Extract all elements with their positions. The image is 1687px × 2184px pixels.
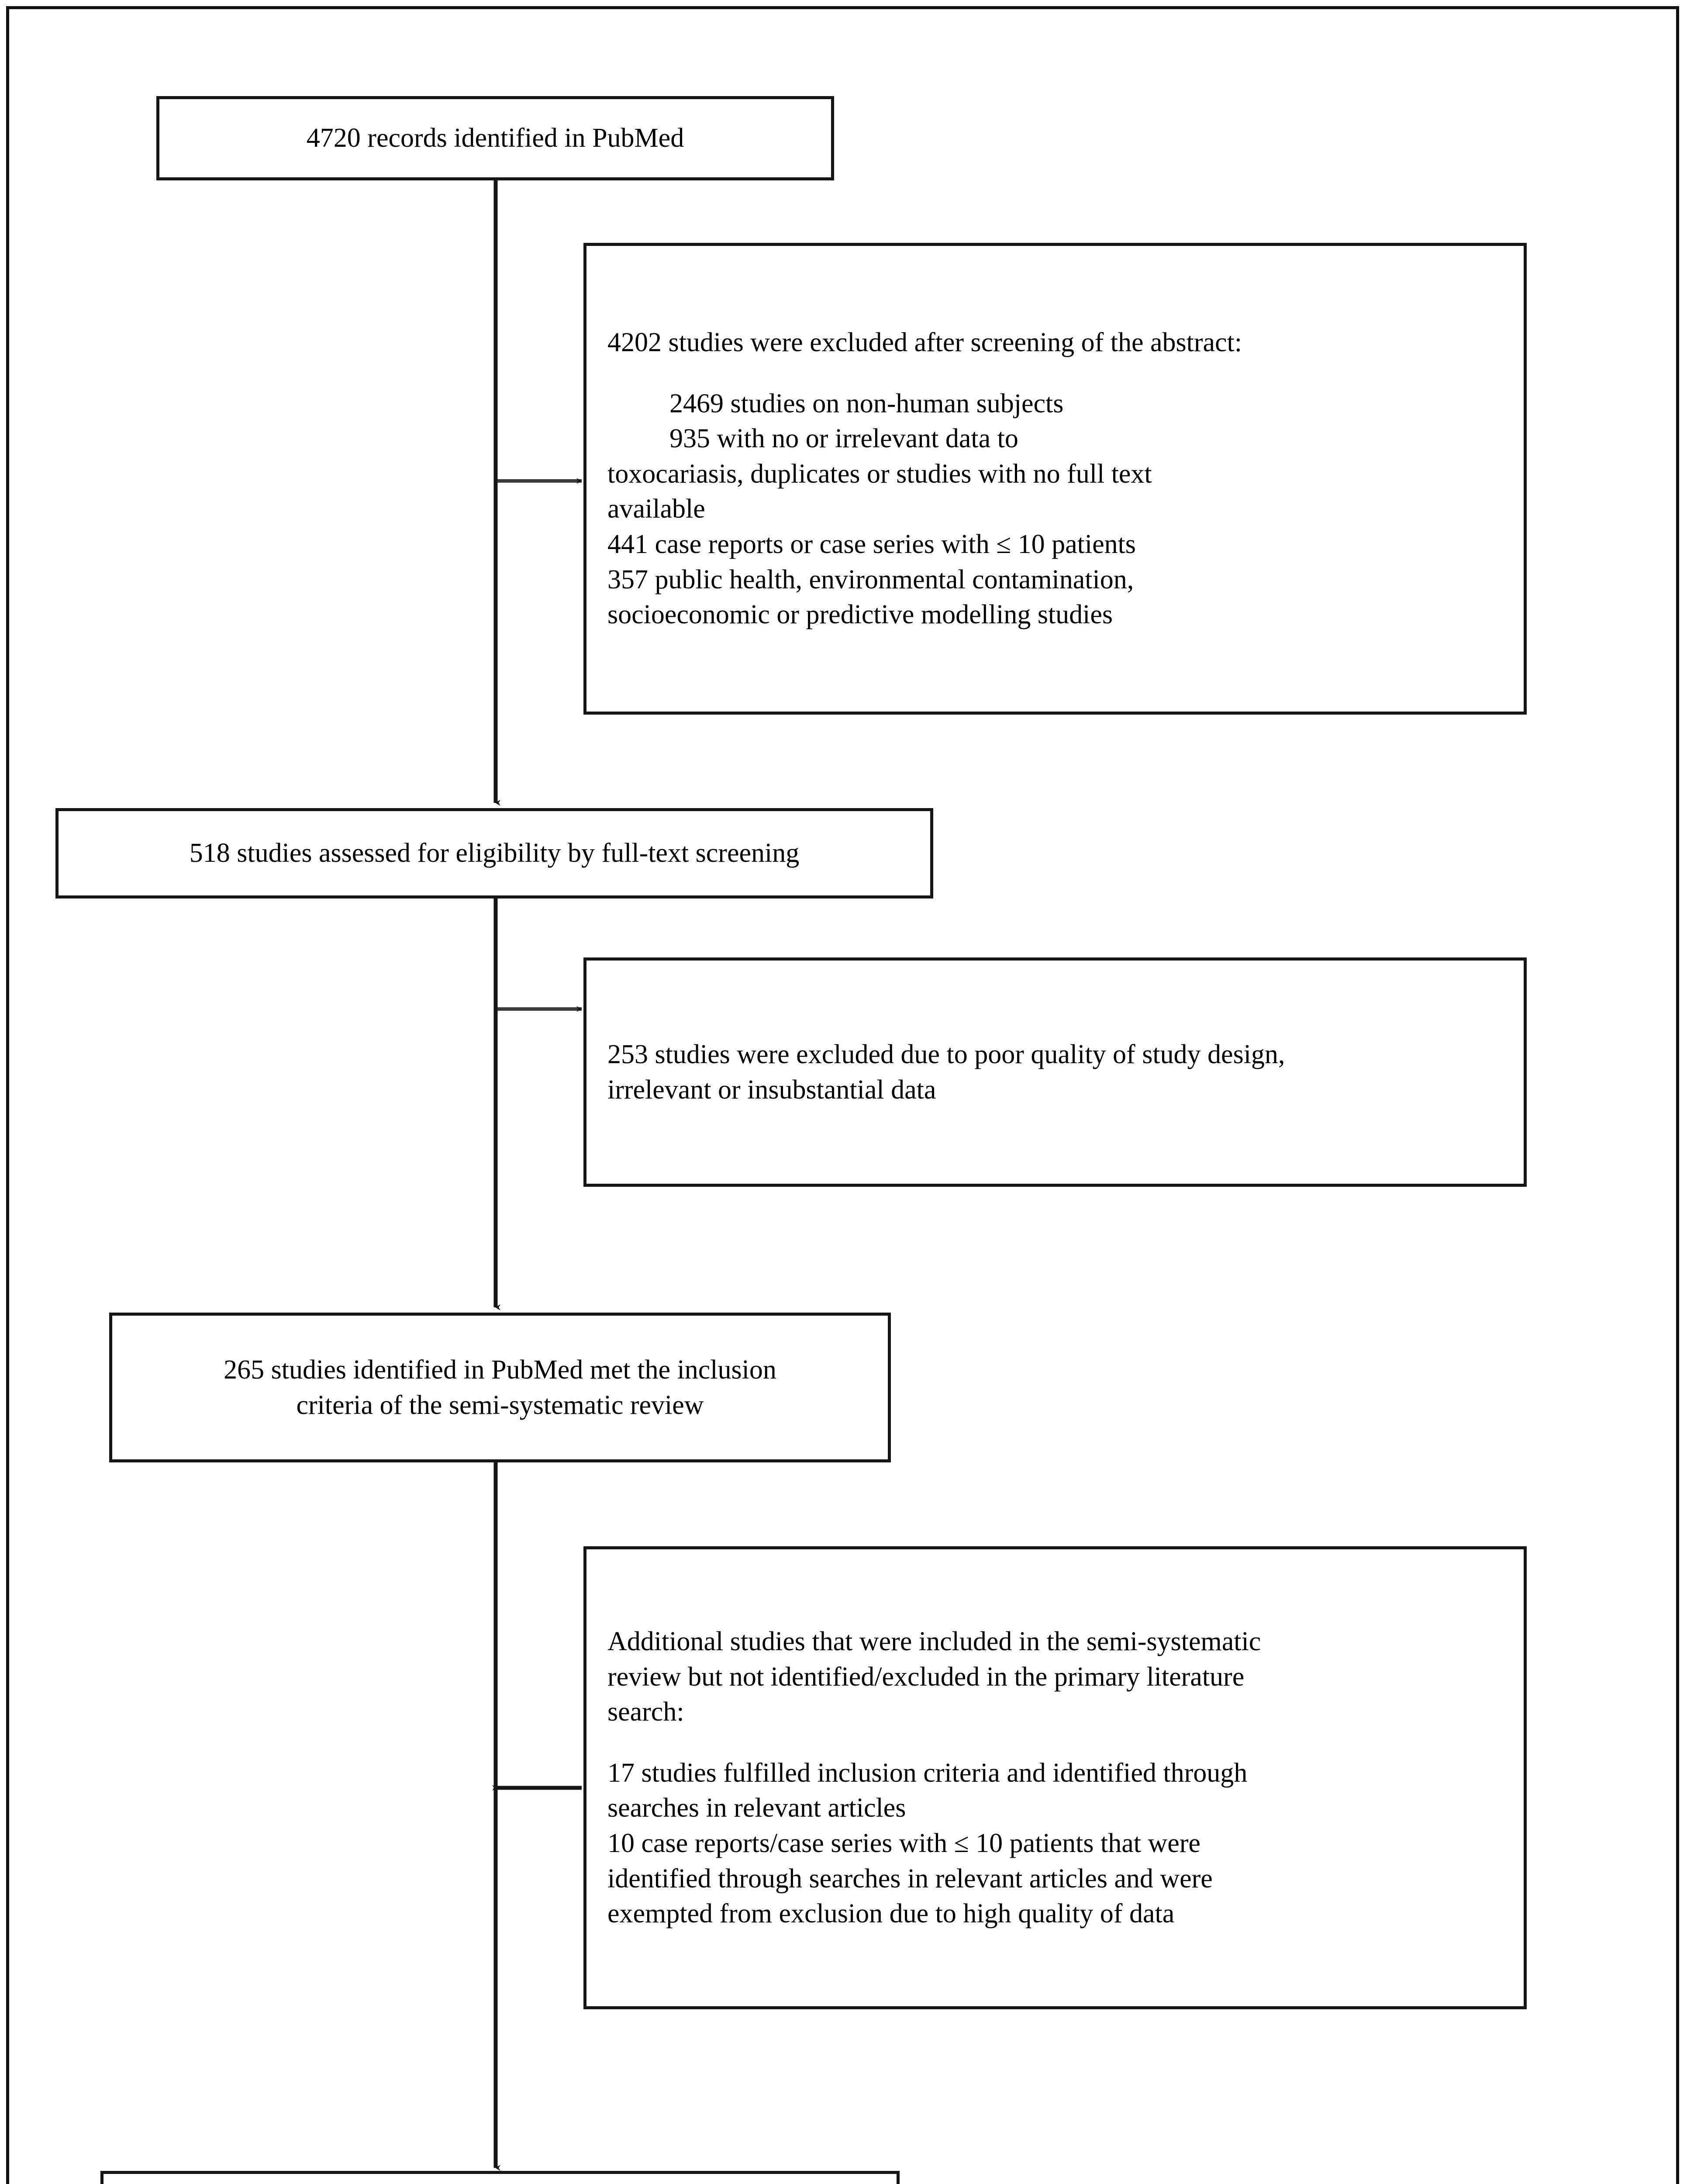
node-records-identified: 4720 records identified in PubMed (156, 96, 834, 180)
node-line-reason-2c: available (607, 494, 705, 524)
node-line-addition-1b: searches in relevant articles (607, 1793, 906, 1823)
node-line: 4720 records identified in PubMed (306, 123, 684, 153)
node-line-reason-4a: 357 public health, environmental contami… (607, 564, 1134, 594)
node-line: 518 studies assessed for eligibility by … (189, 838, 800, 868)
node-line-addition-2c: exempted from exclusion due to high qual… (607, 1899, 1175, 1929)
node-additional-studies: Additional studies that were included in… (583, 1546, 1527, 2009)
node-line-addition-1a: 17 studies fulfilled inclusion criteria … (607, 1758, 1248, 1788)
node-excluded-after-abstract: 4202 studies were excluded after screeni… (583, 243, 1527, 715)
node-line-reason-3: 441 case reports or case series with ≤ 1… (607, 529, 1136, 560)
node-assessed-eligibility: 518 studies assessed for eligibility by … (55, 808, 933, 898)
node-line-2: criteria of the semi-systematic review (296, 1390, 704, 1420)
node-line-2: irrelevant or insubstantial data (607, 1075, 936, 1105)
node-excluded-poor-quality: 253 studies were excluded due to poor qu… (583, 957, 1527, 1187)
node-line-addition-2b: identified through searches in relevant … (607, 1863, 1213, 1894)
node-line-1: 265 studies identified in PubMed met the… (224, 1355, 776, 1385)
node-line-reason-1: 2469 studies on non-human subjects (669, 388, 1064, 418)
node-line-spacer (607, 1730, 1503, 1755)
node-line-1: Additional studies that were included in… (607, 1627, 1261, 1657)
node-line-reason-2a: 935 with no or irrelevant data to (669, 424, 1018, 454)
node-line-3: search: (607, 1697, 684, 1727)
node-line-2: review but not identified/excluded in th… (607, 1662, 1245, 1692)
node-included-final: 292 studies included in the semi-systema… (100, 2171, 900, 2184)
node-line-heading: 4202 studies were excluded after screeni… (607, 328, 1242, 358)
node-line-spacer (607, 360, 1503, 386)
node-line-1: 253 studies were excluded due to poor qu… (607, 1039, 1285, 1069)
node-line-addition-2a: 10 case reports/case series with ≤ 10 pa… (607, 1828, 1201, 1859)
node-line-reason-2b: toxocariasis, duplicates or studies with… (607, 459, 1152, 489)
node-line-reason-4b: socioeconomic or predictive modelling st… (607, 600, 1113, 630)
node-met-inclusion-criteria: 265 studies identified in PubMed met the… (109, 1313, 891, 1462)
